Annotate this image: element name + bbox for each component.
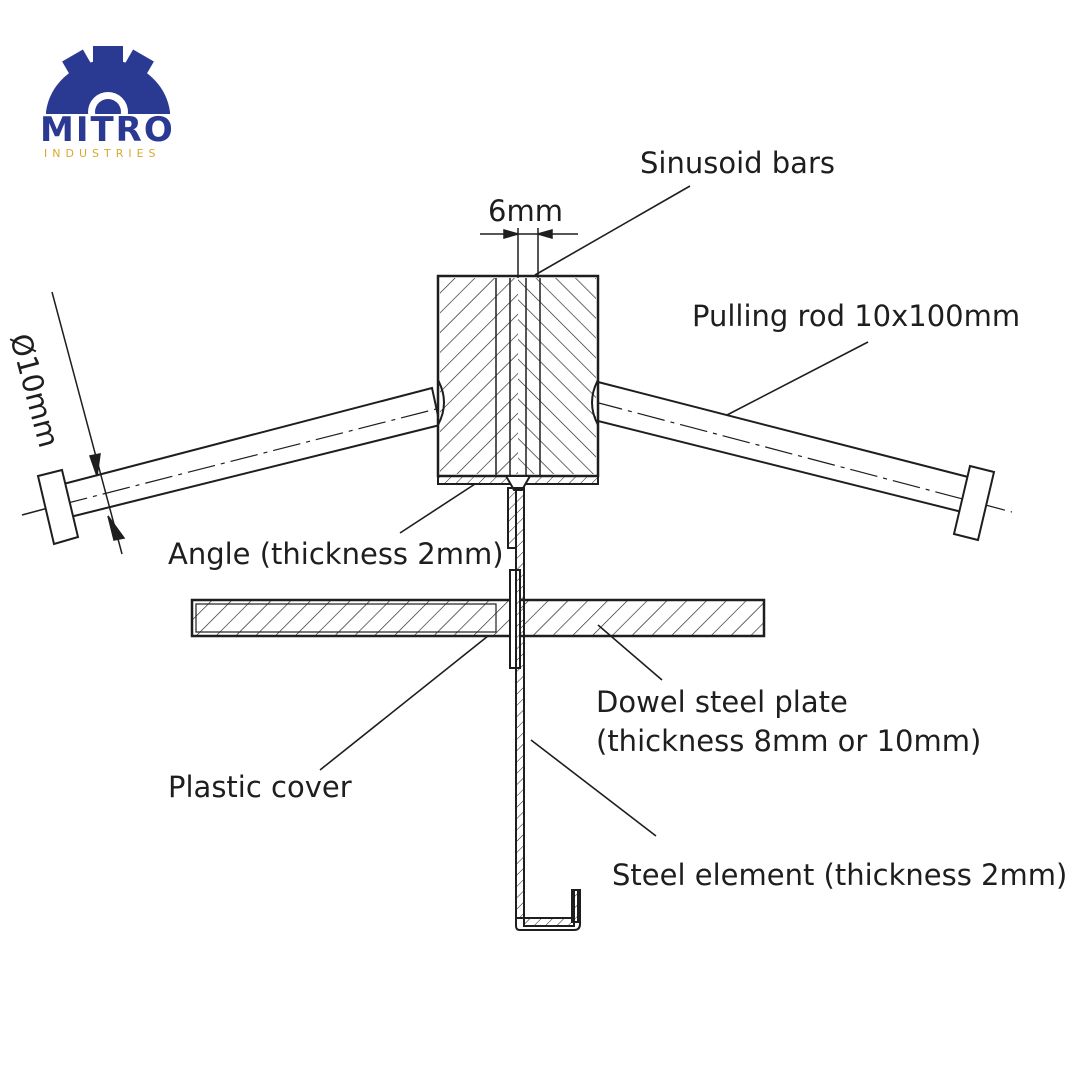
dowel-steel-plate (190, 569, 766, 669)
label-sinusoid-bars: Sinusoid bars (640, 146, 835, 180)
leader-angle (399, 483, 476, 534)
leader-lines (319, 185, 869, 837)
gear-icon (40, 46, 176, 130)
leader-sinusoid-bars (534, 185, 691, 276)
leader-steel-element (530, 739, 657, 837)
label-plastic-cover: Plastic cover (168, 770, 352, 804)
logo-name: MITRO (40, 110, 175, 150)
logo-subtitle: INDUSTRIES (44, 147, 161, 160)
sinusoid-bars-block (436, 274, 600, 478)
label-pulling-rod: Pulling rod 10x100mm (692, 299, 1021, 333)
label-steel-element: Steel element (thickness 2mm) (612, 858, 1068, 892)
leader-plastic-cover (319, 635, 489, 771)
label-dowel-plate-line2: (thickness 8mm or 10mm) (596, 724, 982, 758)
steel-element (515, 487, 581, 931)
leader-pulling-rod (726, 341, 869, 416)
dimension-diameter (51, 291, 126, 555)
label-angle: Angle (thickness 2mm) (168, 537, 504, 571)
left-pulling-rod (21, 386, 442, 546)
leader-dowel-plate (597, 624, 663, 681)
label-dowel-plate-line1: Dowel steel plate (596, 685, 848, 719)
right-pulling-rod (592, 380, 1013, 542)
label-6mm: 6mm (488, 194, 563, 228)
dimension-6mm (480, 228, 578, 278)
